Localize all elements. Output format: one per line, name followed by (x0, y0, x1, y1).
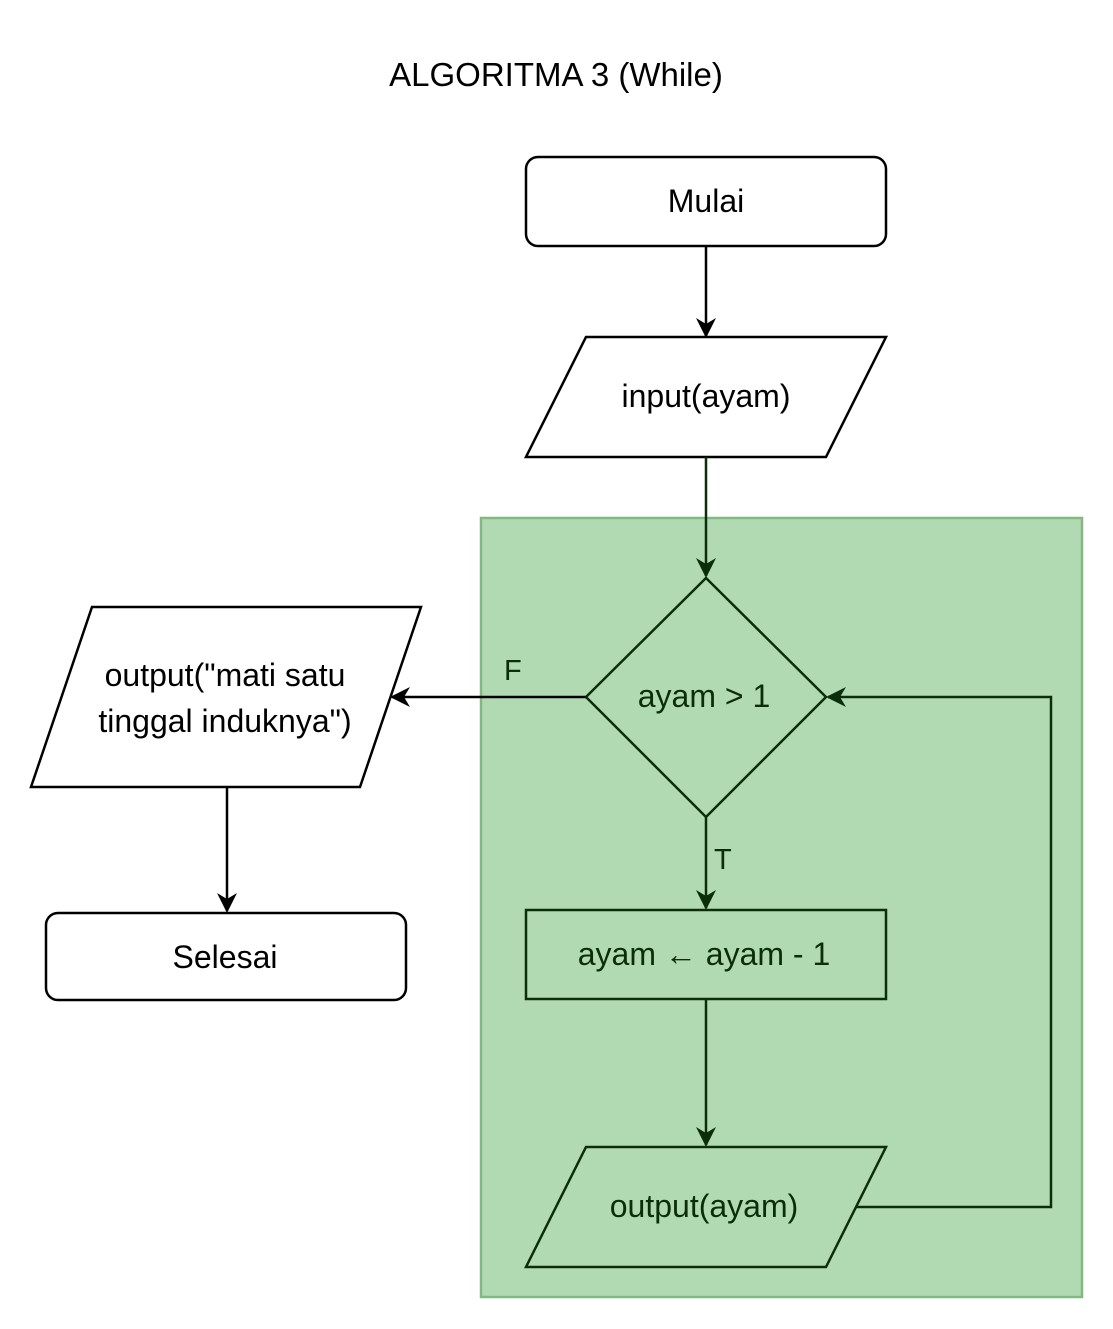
diagram-title: ALGORITMA 3 (While) (389, 56, 723, 93)
final-output-label-line2: tinggal induknya") (98, 703, 351, 739)
assign-label: ayam ← ayam - 1 (578, 936, 831, 972)
input-label: input(ayam) (622, 378, 791, 414)
final-output-label-line1: output("mati satu (105, 657, 346, 693)
loop-output-parallelogram (523, 1145, 889, 1269)
final-output-parallelogram (29, 605, 423, 789)
loop-output-label: output(ayam) (610, 1188, 799, 1224)
end-terminal (44, 911, 408, 1002)
decision-label: ayam > 1 (638, 678, 771, 714)
edge-loop-back (826, 687, 1053, 1209)
false-label: F (504, 655, 522, 687)
input-parallelogram (523, 335, 889, 459)
true-label: T (714, 844, 732, 876)
loop-region (479, 516, 1084, 1299)
start-label: Mulai (668, 183, 744, 219)
end-label: Selesai (173, 939, 278, 975)
